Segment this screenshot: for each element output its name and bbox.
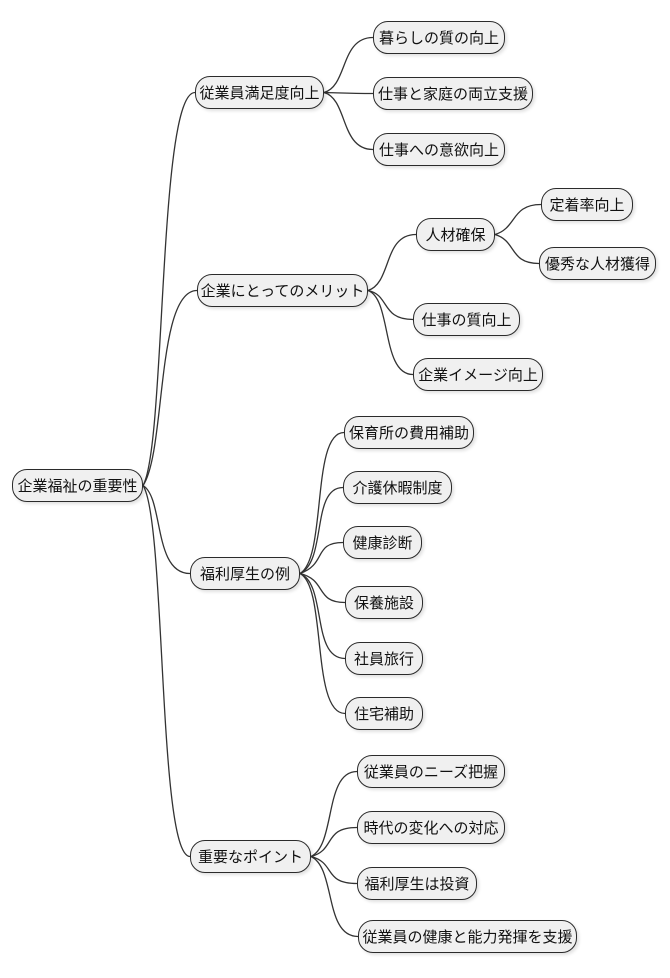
edge-merits-to-work-quality-up: [367, 289, 414, 321]
node-support-health-and-ability: 従業員の健康と能力発揮を支援: [358, 920, 577, 953]
edge-satisfaction-to-quality-of-life: [323, 36, 374, 94]
node-care-leave-system: 介護休暇制度: [343, 471, 452, 504]
edge-root-to-employee-satisfaction: [142, 91, 196, 487]
node-company-image-up: 企業イメージ向上: [413, 358, 543, 391]
edge-root-to-welfare-examples: [142, 484, 191, 575]
node-securing-talent: 人材確保: [416, 218, 495, 251]
edge-points-to-employee-needs: [310, 770, 358, 858]
edge-satisfaction-to-work-family-balance: [323, 91, 374, 95]
node-work-family-balance: 仕事と家庭の両立支援: [373, 77, 533, 110]
node-childcare-subsidy: 保育所の費用補助: [344, 416, 474, 449]
edge-welfare-to-care-leave: [299, 486, 344, 575]
edge-points-to-welfare-investment: [310, 855, 358, 885]
node-recreation-facility: 保養施設: [345, 586, 423, 619]
edge-satisfaction-to-work-motivation: [323, 91, 374, 151]
node-retention-rate-up: 定着率向上: [541, 188, 633, 221]
edge-root-to-company-merits: [142, 289, 198, 487]
edge-talent-to-retention-rate-up: [494, 203, 542, 236]
edge-merits-to-company-image-up: [367, 289, 414, 376]
node-employee-needs: 従業員のニーズ把握: [357, 755, 505, 788]
node-employee-satisfaction: 従業員満足度向上: [195, 76, 324, 109]
edge-points-to-adapting-changes: [310, 826, 358, 858]
edge-root-to-important-points: [142, 484, 191, 858]
node-important-points: 重要なポイント: [190, 840, 311, 873]
edge-welfare-to-company-trip: [299, 572, 346, 660]
node-excellent-talent-acquisition: 優秀な人材獲得: [539, 247, 656, 280]
node-adapting-to-changes: 時代の変化への対応: [357, 811, 505, 844]
node-health-checkup: 健康診断: [343, 526, 422, 559]
node-housing-subsidy: 住宅補助: [345, 697, 423, 730]
node-quality-of-life: 暮らしの質の向上: [373, 21, 505, 54]
edge-welfare-to-health-checkup: [299, 541, 344, 575]
node-root: 企業福祉の重要性: [12, 469, 143, 502]
edge-talent-to-excellent-talent: [494, 233, 540, 265]
edge-points-to-support-health-ability: [310, 855, 359, 938]
node-company-merits: 企業にとってのメリット: [197, 274, 368, 307]
node-work-motivation: 仕事への意欲向上: [373, 133, 505, 166]
edge-merits-to-securing-talent: [367, 233, 417, 292]
node-work-quality-up: 仕事の質向上: [413, 303, 520, 336]
node-welfare-examples: 福利厚生の例: [190, 557, 300, 590]
edge-welfare-to-childcare-subsidy: [299, 431, 345, 575]
node-welfare-is-investment: 福利厚生は投資: [357, 867, 477, 900]
edge-welfare-to-housing-subsidy: [299, 572, 346, 715]
edge-welfare-to-recreation-facility: [299, 572, 346, 604]
node-company-trip: 社員旅行: [345, 642, 423, 675]
